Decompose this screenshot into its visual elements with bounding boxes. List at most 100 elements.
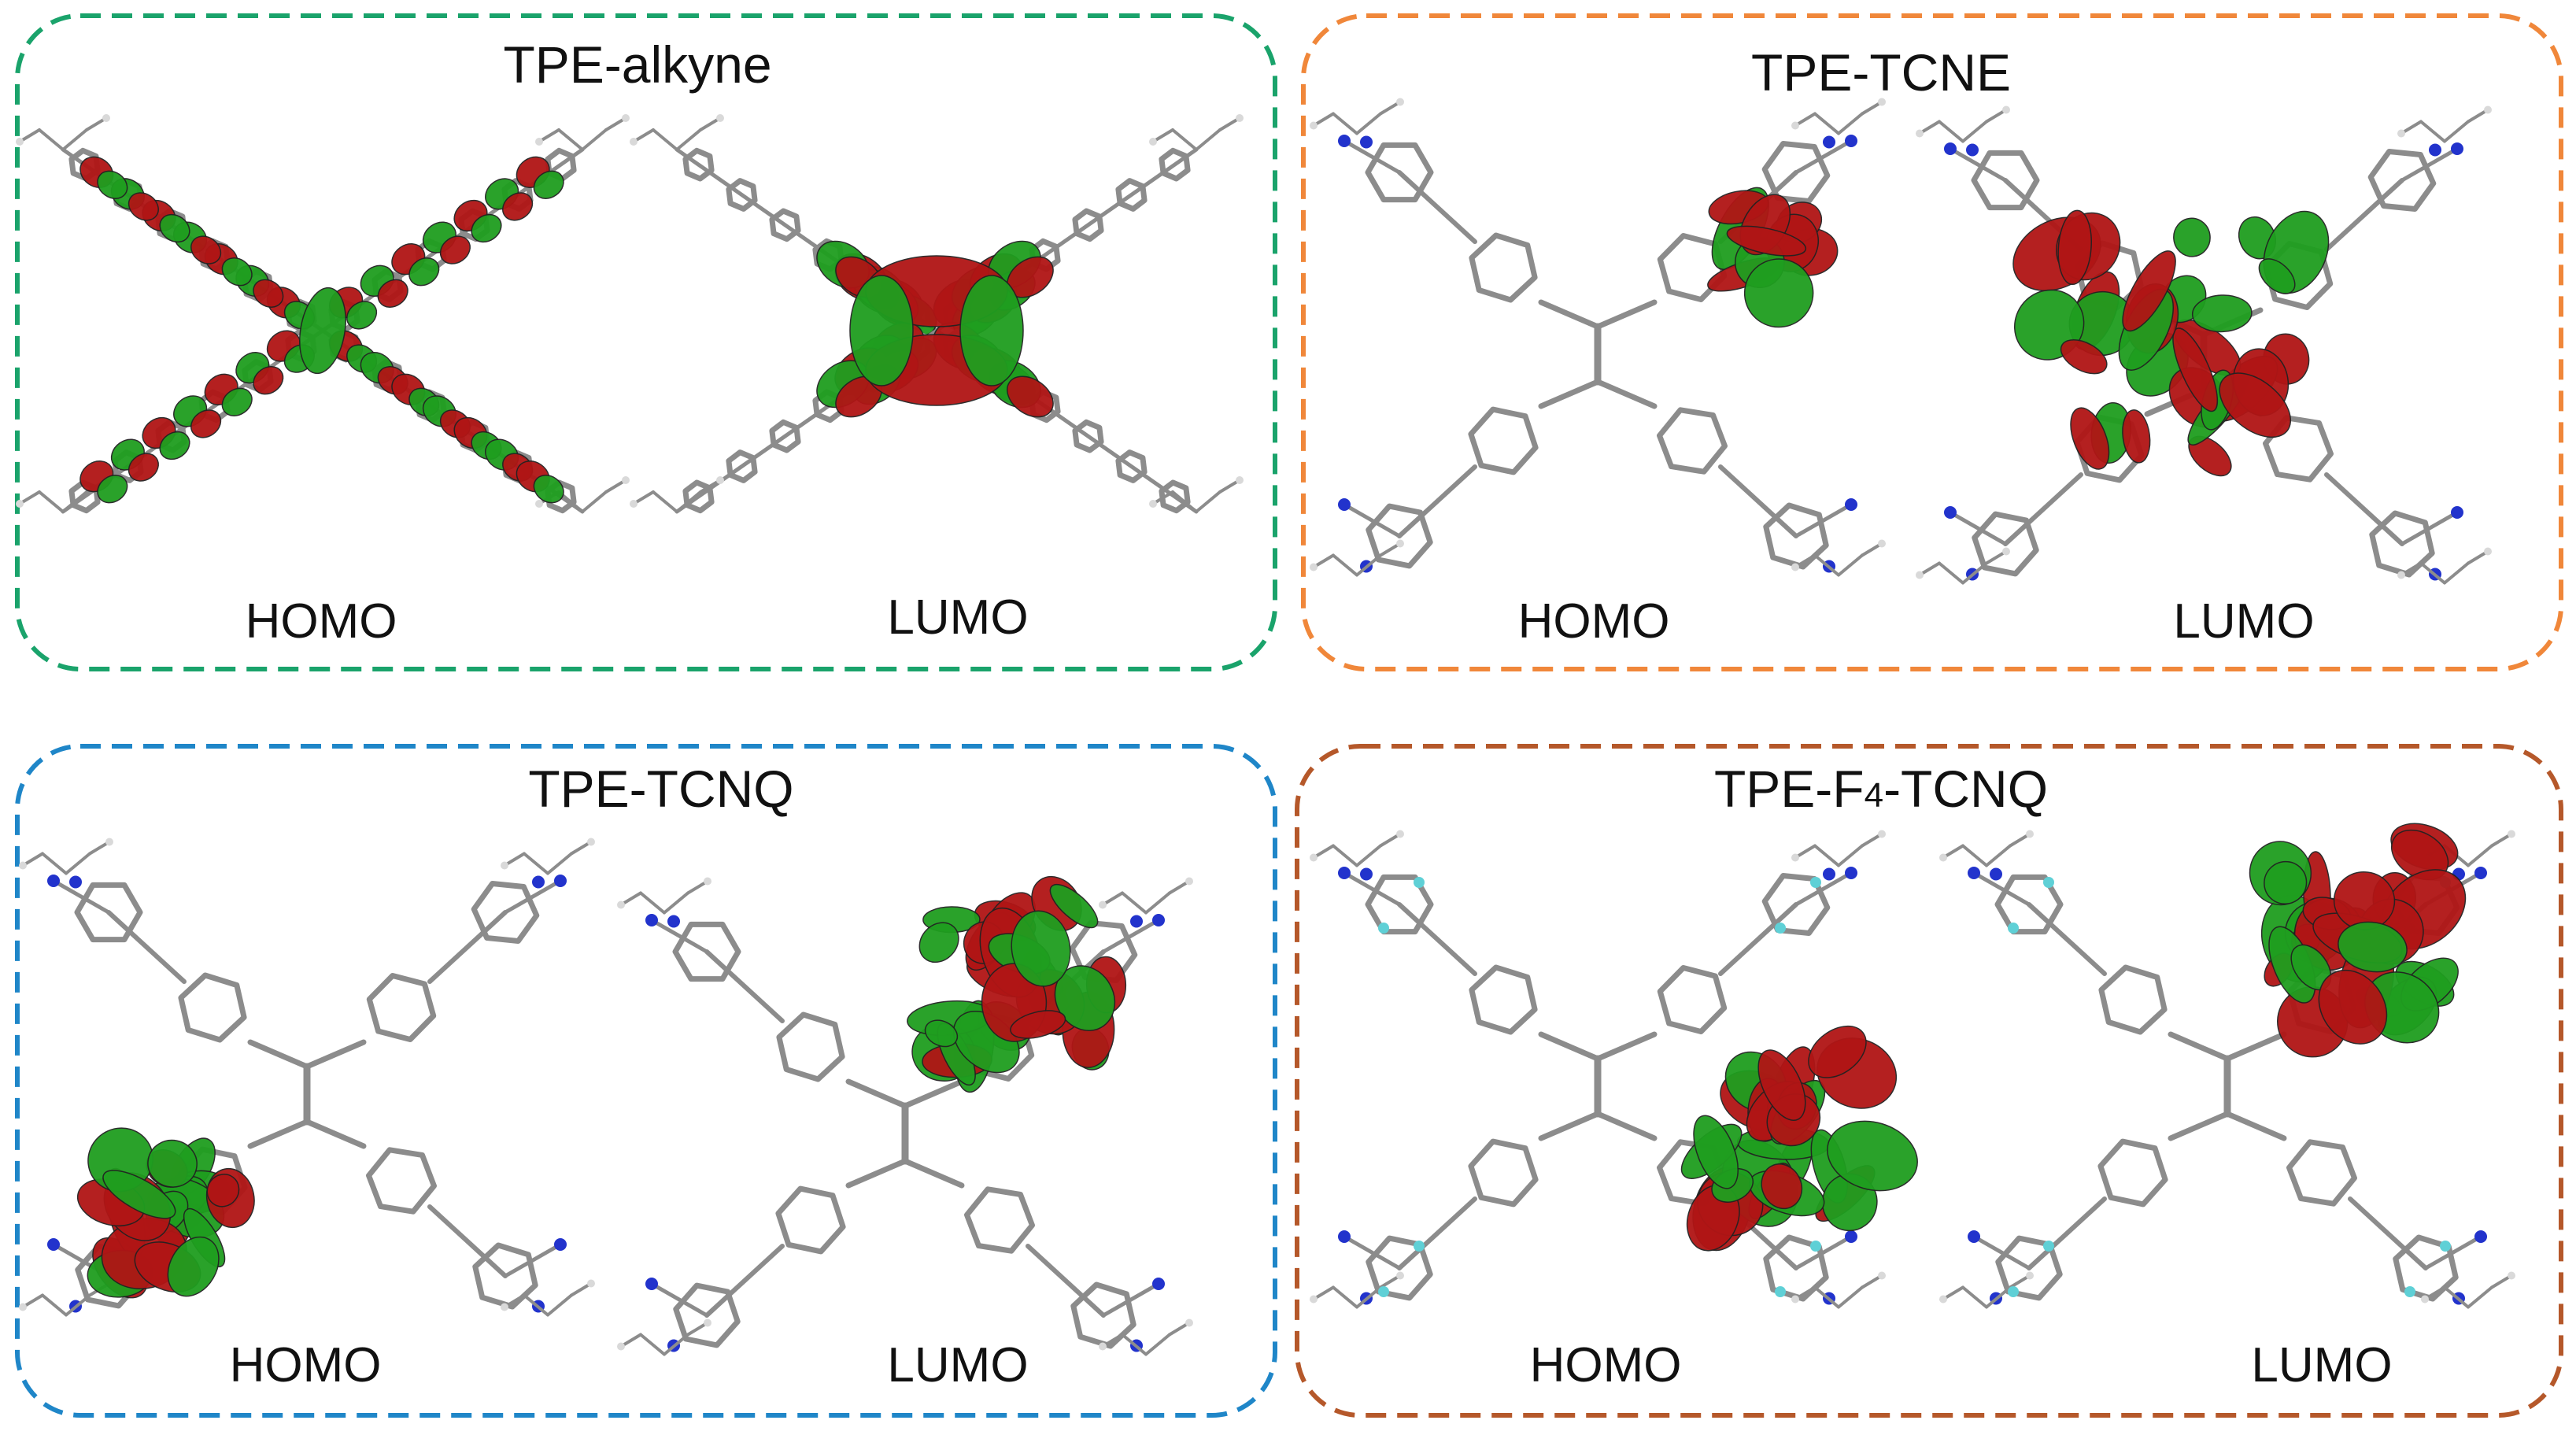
atom (1791, 1295, 1799, 1304)
phenyl-ring (2369, 510, 2435, 578)
phenyl-ring (472, 1242, 538, 1310)
atom (1845, 498, 1857, 511)
bond (1595, 1031, 1658, 1062)
atom (716, 114, 724, 122)
atom (554, 1238, 567, 1251)
bond (41, 1293, 68, 1317)
atom (622, 114, 630, 122)
bond (61, 128, 88, 151)
bond (247, 1119, 310, 1149)
orbital-lobe-positive (439, 235, 471, 264)
bond (523, 1293, 549, 1317)
orbital-lobe-negative (471, 213, 502, 243)
orbital-lobe-negative (159, 213, 190, 243)
atom (1396, 1271, 1404, 1280)
phenyl-ring (1761, 141, 1831, 204)
atom (1236, 114, 1244, 122)
bond (1961, 844, 1988, 867)
lumo-label-tcnq: LUMO (887, 1338, 1028, 1392)
phenyl-ring (1365, 874, 1434, 935)
atom (1791, 853, 1799, 862)
phenyl-ring (1657, 965, 1728, 1034)
phenyl-ring (1469, 232, 1538, 303)
orbital-lobe-negative (1827, 1120, 1918, 1192)
panel-title-tcnq: TPE-TCNQ (528, 760, 793, 818)
atom (622, 476, 630, 484)
atom (501, 861, 508, 870)
panel-title-f4tcnq-main: TPE-F (1714, 760, 1865, 818)
bond (65, 1293, 91, 1317)
atom (1775, 923, 1786, 934)
bond (639, 1333, 666, 1356)
bond (1355, 112, 1382, 135)
atom (1338, 498, 1351, 511)
homo-label-f4tcnq: HOMO (1530, 1338, 1682, 1392)
bond (1332, 844, 1358, 867)
atom (2404, 1286, 2415, 1297)
bond (663, 891, 689, 915)
bond (2419, 120, 2446, 143)
atom (704, 877, 711, 886)
atom (1944, 506, 1957, 519)
bond (557, 128, 584, 151)
panel-title-alkyne: TPE-alkyne (503, 35, 771, 94)
orbital-lobe-positive (253, 279, 284, 308)
orbital-lobe-negative (2264, 860, 2308, 905)
atom (1845, 1230, 1857, 1243)
atom (1310, 1295, 1318, 1304)
phenyl-ring (682, 147, 715, 182)
bond (845, 1078, 908, 1109)
atom (102, 114, 110, 122)
orbital-lobe-positive (2122, 250, 2176, 332)
atom (2451, 506, 2463, 519)
bond (1985, 1285, 2012, 1309)
bond (1121, 891, 1148, 915)
orbital-lobe-positive (1007, 375, 1054, 418)
orbital-lobe-negative (102, 1170, 176, 1219)
atom (105, 838, 113, 846)
bond (2324, 472, 2404, 546)
bond (1121, 1333, 1148, 1356)
orbital-lobe-positive (2172, 327, 2219, 412)
atom (532, 875, 545, 889)
atom (1878, 98, 1886, 106)
phenyl-ring (1468, 1138, 1539, 1207)
bond (2400, 510, 2460, 546)
bond (704, 1244, 785, 1318)
orbital-lobe-negative (97, 170, 128, 199)
bond (1595, 1111, 1658, 1141)
bond (649, 1281, 709, 1318)
bond (65, 852, 91, 875)
phenyl-ring (2097, 1138, 2168, 1207)
orbital-lobe-negative (959, 275, 1024, 386)
orbital-lobe-negative (2191, 294, 2253, 333)
bond (427, 1204, 508, 1278)
phenyl-ring (366, 1147, 437, 1215)
bond (581, 128, 608, 151)
bond (1332, 1285, 1358, 1309)
bond (1938, 120, 1964, 143)
bond (1837, 553, 1864, 577)
orbital-lobe-negative (159, 431, 190, 460)
bond (51, 878, 111, 915)
atom (1810, 877, 1821, 888)
atom (501, 1303, 508, 1311)
bond (1195, 490, 1221, 513)
orbital-lobe-negative (1011, 910, 1071, 987)
bond (1813, 1285, 1840, 1309)
orbital-lobe-negative (2258, 258, 2296, 294)
atom (2008, 1286, 2019, 1297)
atom (1185, 1318, 1193, 1327)
molecule-tcnq-lumo (617, 876, 1193, 1356)
molecule-f4tcnq-lumo (1939, 823, 2515, 1309)
bond (2467, 844, 2493, 867)
bond (1961, 120, 1988, 143)
phenyl-ring (1657, 407, 1728, 475)
orbital-lobe-negative (1693, 1115, 1739, 1189)
bond (2168, 1031, 2230, 1062)
bond (2003, 472, 2083, 546)
phenyl-ring (1115, 449, 1148, 483)
atom (1966, 143, 1979, 157)
atom (19, 861, 27, 870)
phenyl-ring (471, 881, 540, 944)
